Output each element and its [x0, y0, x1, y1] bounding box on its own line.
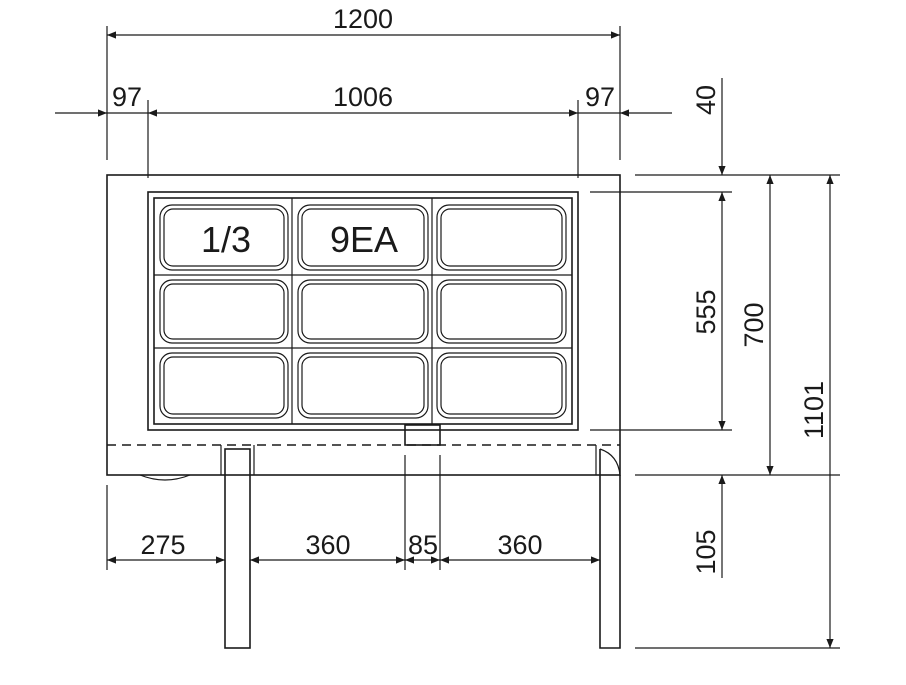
label-275: 275 — [140, 530, 185, 560]
label-97-left: 97 — [112, 82, 142, 112]
food-pan — [436, 279, 567, 344]
dim-overall-width: 1200 — [106, 4, 621, 160]
food-pan — [163, 356, 285, 415]
food-pan — [159, 204, 289, 271]
dim-bottom: 275 360 85 360 — [106, 485, 601, 570]
label-360-right: 360 — [497, 530, 542, 560]
food-pan — [440, 356, 563, 415]
label-700: 700 — [739, 302, 769, 347]
label-360-left: 360 — [305, 530, 350, 560]
pan-grid: 1/3 9EA — [154, 198, 572, 424]
label-97-right: 97 — [585, 82, 615, 112]
food-pan — [163, 283, 285, 340]
label-105: 105 — [691, 529, 721, 574]
pan-size-label: 1/3 — [201, 219, 251, 260]
food-pan — [159, 279, 289, 344]
dim-row-width: 97 1006 97 — [55, 82, 672, 178]
unit-body — [106, 174, 621, 481]
label-85: 85 — [408, 530, 438, 560]
dim-right: 40 555 105 700 1101 — [590, 78, 840, 649]
legs — [220, 445, 621, 649]
label-40: 40 — [691, 85, 721, 115]
label-1101: 1101 — [799, 381, 829, 439]
food-pan — [163, 208, 285, 267]
food-pan — [297, 204, 429, 271]
food-pan — [440, 208, 563, 267]
food-pan — [436, 204, 567, 271]
food-pan — [301, 283, 425, 340]
food-pan — [301, 356, 425, 415]
food-pan — [297, 279, 429, 344]
food-pan — [436, 352, 567, 419]
food-pan — [297, 352, 429, 419]
food-pan — [301, 208, 425, 267]
food-pan — [159, 352, 289, 419]
food-pan — [440, 283, 563, 340]
label-1006: 1006 — [333, 82, 393, 112]
label-1200: 1200 — [333, 4, 393, 34]
pan-count-label: 9EA — [330, 219, 398, 260]
label-555: 555 — [691, 289, 721, 334]
